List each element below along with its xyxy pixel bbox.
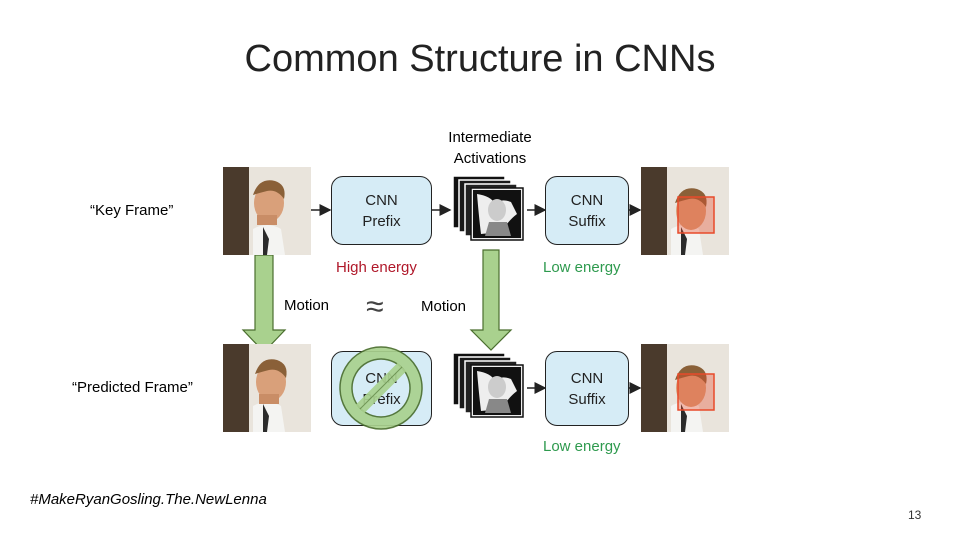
intermediate-activations-label: Intermediate Activations xyxy=(420,127,560,169)
activations-stack-bottom xyxy=(452,352,524,418)
motion-arrow-left xyxy=(241,254,287,353)
cnn-suffix-bottom-line2: Suffix xyxy=(568,390,606,408)
predicted-frame-photo xyxy=(223,344,311,432)
output-photo-bottom xyxy=(641,344,729,432)
cnn-prefix-top-line1: CNN xyxy=(365,191,398,209)
high-energy-label: High energy xyxy=(336,259,417,276)
motion-label-right: Motion xyxy=(421,298,467,315)
cnn-suffix-top-line2: Suffix xyxy=(568,212,606,230)
motion-label-left: Motion xyxy=(284,297,330,314)
face-detection-box-top xyxy=(677,196,715,234)
cnn-prefix-top-line2: Prefix xyxy=(362,212,401,230)
low-energy-label-top: Low energy xyxy=(543,259,621,276)
cnn-suffix-box-bottom: CNN Suffix xyxy=(545,351,629,426)
page-number: 13 xyxy=(908,508,922,522)
approx-symbol: ≈ xyxy=(366,288,384,324)
predicted-frame-label: “Predicted Frame” xyxy=(72,379,193,396)
cnn-suffix-bottom-line1: CNN xyxy=(570,369,604,387)
low-energy-label-bottom: Low energy xyxy=(543,438,621,455)
output-photo-top xyxy=(641,167,729,255)
cnn-suffix-box-top: CNN Suffix xyxy=(545,176,629,245)
key-frame-photo xyxy=(223,167,311,255)
cnn-suffix-top-line1: CNN xyxy=(570,191,604,209)
cnn-prefix-box-top: CNN Prefix xyxy=(331,176,432,245)
hashtag-footer: #MakeRyanGosling.The.NewLenna xyxy=(30,491,267,508)
intermediate-label-line1: Intermediate xyxy=(448,129,532,146)
face-detection-box-bottom xyxy=(677,373,715,411)
prohibited-icon xyxy=(339,346,423,430)
motion-arrow-right xyxy=(469,249,513,351)
activations-stack-top xyxy=(452,175,524,241)
intermediate-label-line2: Activations xyxy=(453,150,527,167)
key-frame-label: “Key Frame” xyxy=(90,202,174,219)
slide-title: Common Structure in CNNs xyxy=(244,38,716,80)
